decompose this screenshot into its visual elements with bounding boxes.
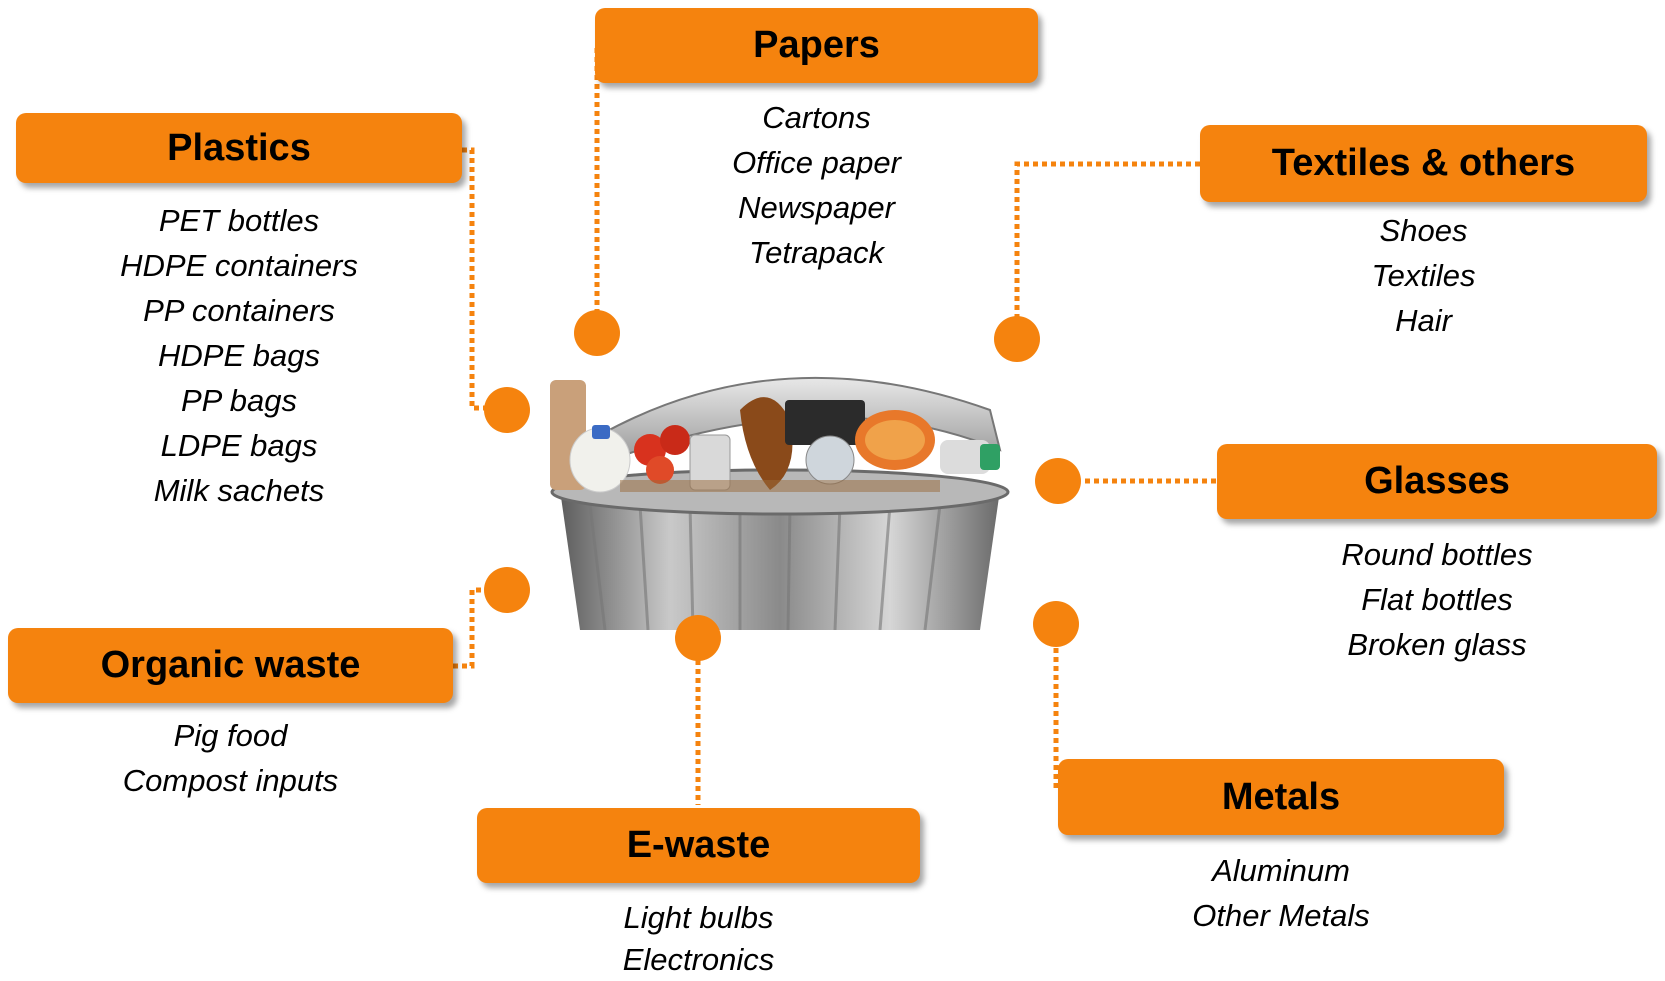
plastics-connector	[462, 147, 508, 411]
textiles-label: Textiles & others	[1271, 142, 1576, 184]
list-item: Broken glass	[1347, 627, 1527, 662]
papers-items: Cartons Office paper Newspaper Tetrapack	[595, 95, 1038, 275]
glasses-items: Round bottles Flat bottles Broken glass	[1217, 532, 1657, 667]
list-item: Hair	[1395, 303, 1452, 338]
metals-label: Metals	[1221, 775, 1341, 818]
ewaste-label: E-waste	[626, 824, 771, 866]
list-item: Round bottles	[1341, 537, 1533, 572]
list-item: Compost inputs	[122, 763, 339, 798]
plastics-label: Plastics	[167, 126, 311, 169]
list-item: Pig food	[173, 718, 288, 753]
list-item: Newspaper	[738, 190, 895, 225]
ewaste-items: Light bulbs Electronics	[477, 897, 920, 981]
organic-dot	[484, 567, 530, 613]
textiles-connector	[1014, 161, 1200, 322]
organic-box: Organic waste	[8, 628, 453, 703]
papers-dot	[574, 310, 620, 356]
list-item: Cartons	[762, 100, 871, 135]
garbage-bin-image	[550, 376, 1010, 630]
list-item: PET bottles	[158, 203, 320, 238]
metals-box: Metals	[1058, 759, 1504, 835]
plastics-box: Plastics	[16, 113, 462, 183]
list-item: Flat bottles	[1361, 582, 1513, 617]
metals-items: Aluminum Other Metals	[1058, 848, 1504, 938]
list-item: Tetrapack	[749, 235, 884, 270]
list-item: Textiles	[1371, 258, 1476, 293]
ewaste-box: E-waste	[477, 808, 920, 883]
list-item: HDPE containers	[120, 248, 358, 283]
glasses-label: Glasses	[1364, 460, 1510, 502]
list-item: HDPE bags	[158, 338, 320, 373]
papers-label: Papers	[753, 24, 880, 66]
list-item: Aluminum	[1212, 853, 1350, 888]
list-item: LDPE bags	[160, 428, 318, 463]
plastics-dot	[484, 387, 530, 433]
list-item: Milk sachets	[153, 473, 325, 508]
plastics-items: PET bottles HDPE containers PP container…	[16, 198, 462, 513]
list-item: Office paper	[732, 145, 901, 180]
textiles-box: Textiles & others	[1200, 125, 1647, 202]
list-item: Shoes	[1379, 213, 1468, 248]
ewaste-dot	[675, 615, 721, 661]
textiles-items: Shoes Textiles Hair	[1200, 208, 1647, 343]
textiles-dot	[994, 316, 1040, 362]
list-item: PP bags	[180, 383, 298, 418]
organic-items: Pig food Compost inputs	[8, 713, 453, 803]
glasses-box: Glasses	[1217, 444, 1657, 519]
organic-label: Organic waste	[100, 644, 361, 686]
list-item: PP containers	[143, 293, 335, 328]
glasses-dot	[1035, 458, 1081, 504]
papers-box: Papers	[595, 8, 1038, 83]
list-item: Light bulbs	[623, 900, 774, 935]
list-item: Other Metals	[1192, 898, 1370, 933]
metals-dot	[1033, 601, 1079, 647]
list-item: Electronics	[622, 942, 775, 977]
